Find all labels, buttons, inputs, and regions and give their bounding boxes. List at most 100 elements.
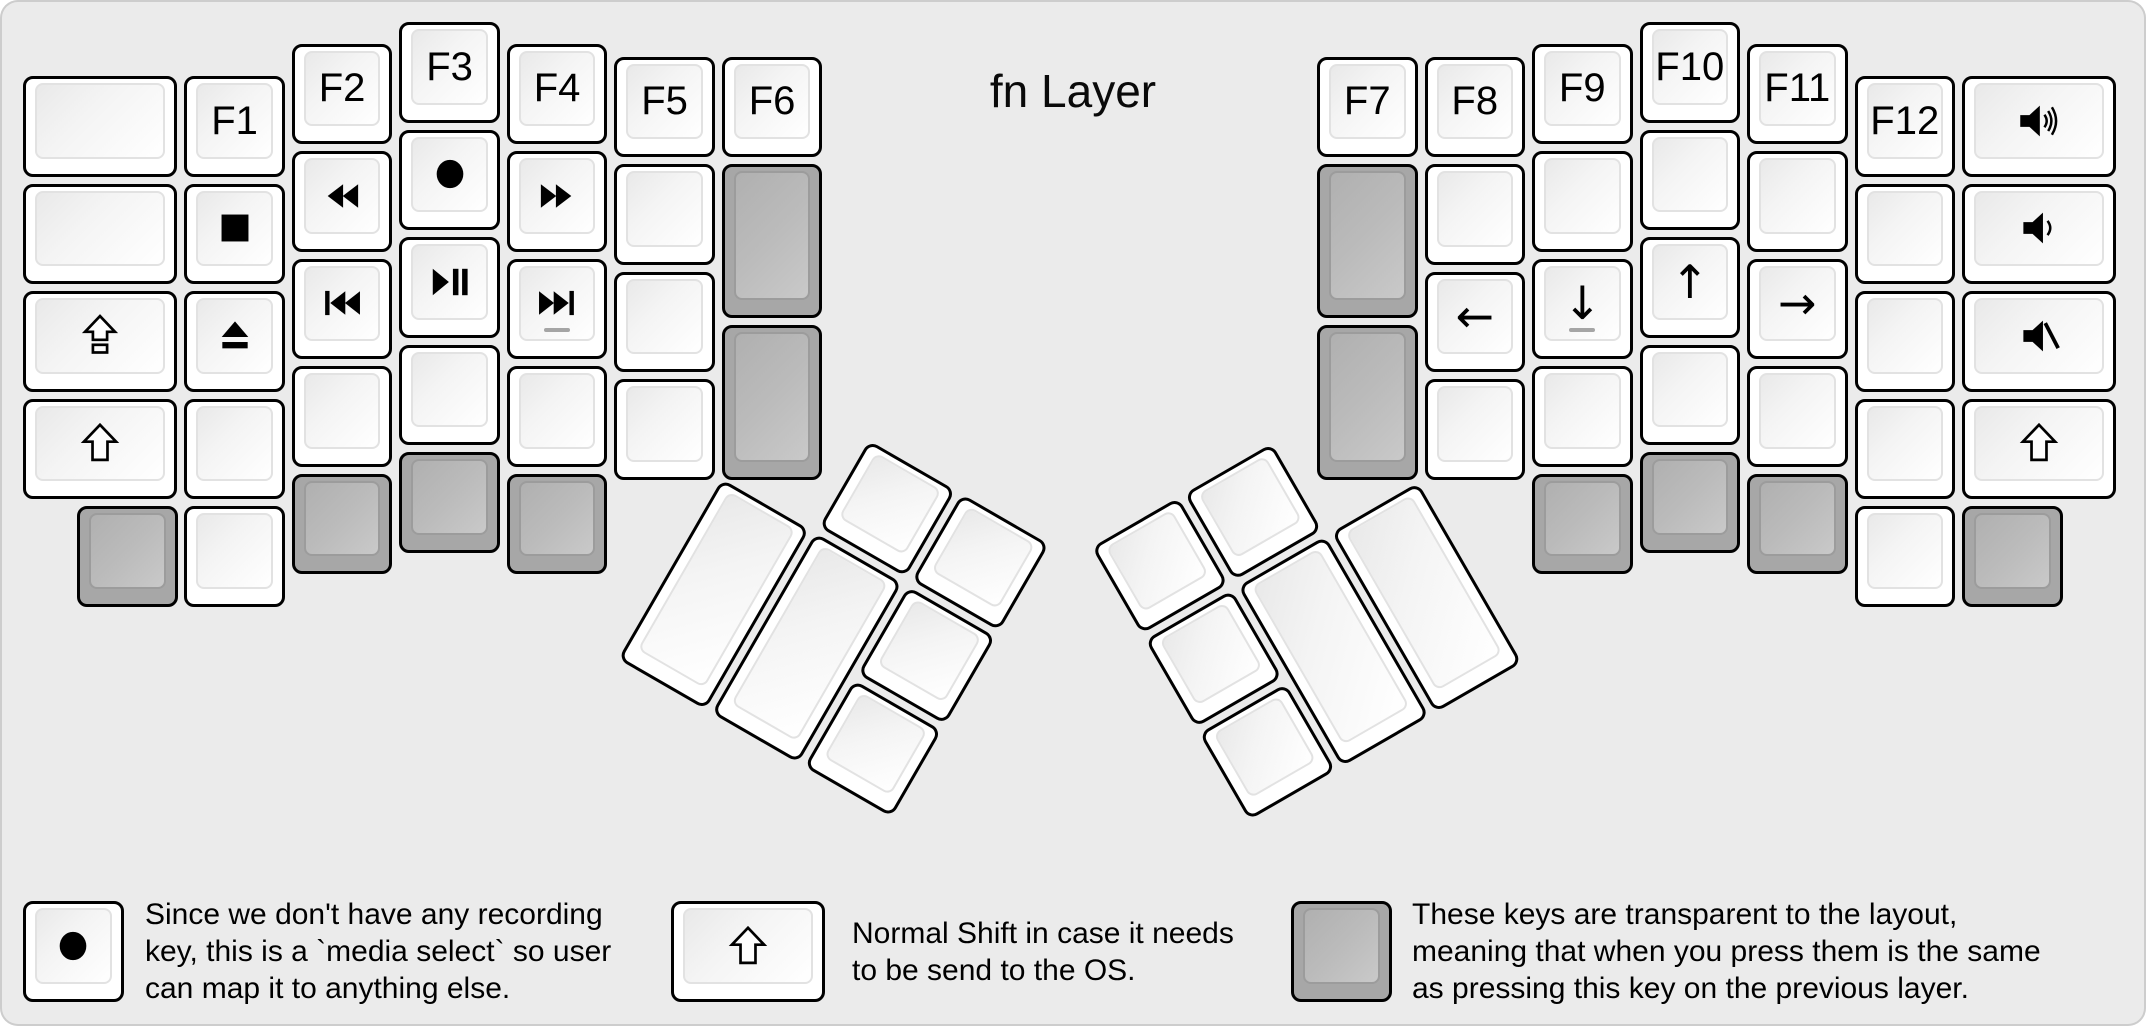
key-blank — [1424, 379, 1525, 480]
rewind-icon — [320, 174, 364, 218]
key-label: ← — [1455, 289, 1495, 344]
key-label: F7 — [1343, 79, 1391, 124]
keycap-top: F6 — [733, 63, 811, 139]
key-blank — [1747, 151, 1848, 252]
legend-line: key, this is a `media select` so user — [145, 935, 612, 968]
key-blank — [1639, 344, 1740, 445]
keycap-top — [196, 513, 273, 589]
keycap-top — [1436, 171, 1513, 247]
key-f1: F1 — [184, 76, 285, 177]
key-blank — [1854, 291, 1955, 392]
playpause-icon — [428, 260, 472, 304]
key-blank — [1747, 366, 1848, 467]
key-label: F6 — [748, 79, 796, 124]
legend-line: meaning that when you press them is the … — [1412, 935, 2041, 968]
keycap-top — [518, 373, 596, 449]
key-rewind — [291, 151, 393, 252]
keycap-top: F3 — [411, 29, 488, 105]
keycap-top: F10 — [1651, 29, 1728, 105]
keycap-top — [411, 459, 488, 535]
keycap-top — [626, 278, 703, 354]
key-label: F11 — [1764, 66, 1831, 111]
key-transparent — [506, 473, 608, 574]
key-eject — [184, 291, 285, 392]
keycap-top — [196, 405, 273, 481]
keycap-top — [411, 351, 488, 427]
keycap-top: ↓ — [1544, 265, 1621, 341]
key-transparent — [1532, 473, 1633, 574]
key-blank — [1854, 183, 1955, 284]
stop-icon — [218, 211, 252, 245]
keycap-top — [1544, 158, 1621, 234]
key-arrow-left: ← — [1424, 271, 1525, 372]
keycap-top — [518, 158, 596, 234]
key-transparent — [1317, 164, 1418, 319]
keycap-top — [89, 513, 166, 589]
key-label: F12 — [1870, 98, 1940, 143]
key-blank — [1854, 506, 1955, 607]
keycap-top — [411, 244, 488, 320]
keycap-top — [35, 298, 166, 374]
record-icon — [433, 156, 467, 192]
legend-note-transparent: These keys are transparent to the layout… — [1412, 896, 2041, 1007]
keycap-top: F8 — [1436, 63, 1513, 139]
key-label: → — [1777, 276, 1817, 331]
keycap-top — [1759, 373, 1836, 449]
legend-note-record: Since we don't have any recording key, t… — [145, 896, 611, 1007]
keycap-top: ↑ — [1651, 244, 1728, 320]
keycap-top: F1 — [196, 83, 273, 159]
keycap-top — [303, 373, 381, 449]
key-volume-up — [1962, 76, 2117, 177]
volume-up-icon — [2014, 96, 2064, 146]
keycap-top — [1866, 298, 1943, 374]
record-icon — [56, 928, 90, 964]
keycap-top — [1651, 136, 1728, 212]
key-blank — [184, 506, 285, 607]
keycap-top — [1974, 83, 2105, 159]
keycap-top — [1974, 405, 2105, 481]
keycap-top — [1651, 351, 1728, 427]
homing-bar — [544, 328, 571, 332]
legend-transparent-key — [1291, 901, 1392, 1002]
keycap-top — [1303, 908, 1380, 984]
keycap-top — [1544, 373, 1621, 449]
legend-note-shift: Normal Shift in case it needs to be send… — [852, 915, 1234, 989]
keycap-top — [1759, 480, 1836, 556]
shift-outline-icon — [77, 420, 123, 466]
key-transparent — [291, 473, 393, 574]
key-label: F10 — [1655, 44, 1725, 89]
key-label: F4 — [533, 66, 581, 111]
keycap-top: F11 — [1759, 50, 1836, 126]
key-blank — [399, 344, 500, 445]
key-volume-down — [1962, 183, 2117, 284]
legend-record-key — [23, 901, 124, 1002]
key-f11: F11 — [1747, 43, 1848, 144]
keycap-top — [1974, 298, 2105, 374]
keycap-top: F5 — [626, 63, 703, 139]
key-fast-forward — [506, 151, 608, 252]
legend-line: These keys are transparent to the layout… — [1412, 898, 1958, 931]
keycap-top — [35, 83, 166, 159]
key-f8: F8 — [1424, 56, 1525, 157]
key-blank — [614, 271, 715, 372]
key-transparent — [1317, 325, 1418, 480]
keycap-top — [303, 265, 381, 341]
ffwd-icon — [535, 174, 579, 218]
keycap-top — [518, 480, 596, 556]
keycap-top: F9 — [1544, 50, 1621, 126]
keycap-top — [733, 171, 811, 301]
keycap-top: F7 — [1329, 63, 1406, 139]
key-transparent — [1747, 473, 1848, 574]
key-blank — [1854, 398, 1955, 499]
key-label: F9 — [1558, 66, 1606, 111]
legend-line: to be send to the OS. — [852, 954, 1136, 987]
prev-icon — [320, 281, 364, 325]
key-transparent — [1639, 452, 1740, 553]
keycap-top — [303, 480, 381, 556]
layer-title: fn Layer — [989, 65, 1157, 117]
keycap-top — [303, 158, 381, 234]
keycap-top: F4 — [518, 50, 596, 126]
keycap-top — [1544, 480, 1621, 556]
key-shift-right — [1962, 398, 2117, 499]
